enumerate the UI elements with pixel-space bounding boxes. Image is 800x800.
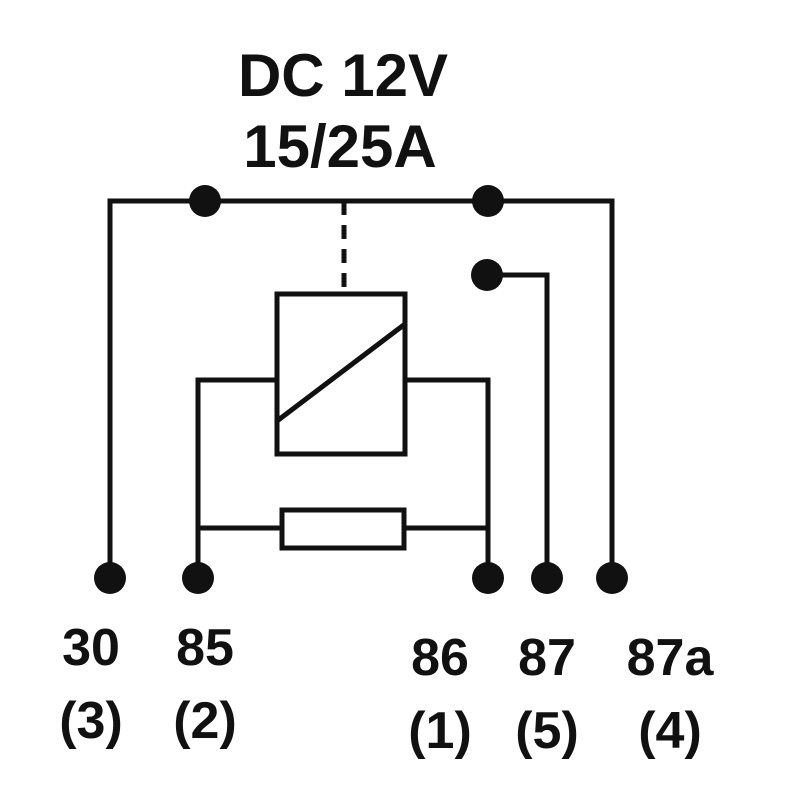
coil-lead-85 xyxy=(195,377,277,578)
switch-contact-87-dot xyxy=(471,259,503,291)
resistor xyxy=(279,507,407,551)
terminal-dot-87a xyxy=(596,562,628,594)
voltage-rating: DC 12V xyxy=(238,42,448,109)
coil-diagonal xyxy=(275,322,407,423)
terminal-label-87a: 87a xyxy=(627,629,715,687)
terminal-pin-85: (2) xyxy=(173,692,237,750)
coil xyxy=(274,291,408,457)
current-rating: 15/25A xyxy=(243,113,436,180)
terminal-dot-85 xyxy=(182,562,214,594)
common-contact-wire xyxy=(107,198,615,575)
terminal-dot-87 xyxy=(531,562,563,594)
terminal-pin-30: (3) xyxy=(59,692,123,750)
terminal-label-86: 86 xyxy=(411,629,469,687)
terminal-pin-87a: (4) xyxy=(638,702,702,760)
terminal-label-85: 85 xyxy=(176,619,234,677)
switch-pivot-dot xyxy=(472,185,504,217)
contact-87-wire xyxy=(487,272,550,578)
terminal-pin-86: (1) xyxy=(408,702,472,760)
terminal-dot-86 xyxy=(472,562,504,594)
terminal-label-30: 30 xyxy=(62,619,120,677)
coil-lead-86 xyxy=(405,377,491,578)
terminal-pin-87: (5) xyxy=(515,702,579,760)
terminal-dot-30 xyxy=(94,562,126,594)
terminal-label-87: 87 xyxy=(518,629,576,687)
junction-dot-left xyxy=(189,185,221,217)
